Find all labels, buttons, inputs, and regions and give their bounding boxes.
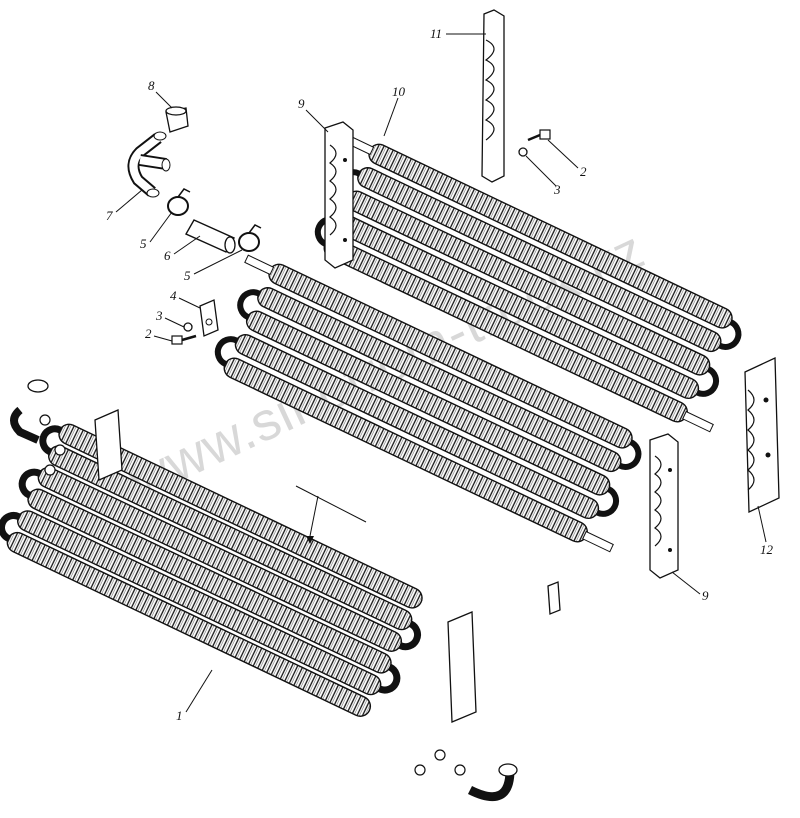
callout-9-top: 9 xyxy=(298,96,305,111)
callout-7: 7 xyxy=(106,208,113,223)
callout-5-upper: 5 xyxy=(140,236,147,251)
hose-clamp-icon-b xyxy=(238,224,262,252)
bolt-icon-right xyxy=(527,129,551,142)
direction-arrow xyxy=(295,485,367,544)
clip-icon-b xyxy=(547,581,561,615)
callout-labels: 1 2 3 4 5 5 6 7 8 9 9 10 11 12 2 3 xyxy=(106,26,774,723)
callout-12: 12 xyxy=(760,542,774,557)
hose-clamp-icon-a xyxy=(167,188,191,216)
elbow-pipe-icon xyxy=(127,131,171,198)
callout-3-right: 3 xyxy=(553,182,561,197)
callout-2-left: 2 xyxy=(145,326,152,341)
callout-1: 1 xyxy=(176,708,183,723)
callout-11: 11 xyxy=(430,26,442,41)
rubber-hose-icon xyxy=(185,219,236,254)
callout-9-bottom: 9 xyxy=(702,588,709,603)
bracket-9-bottom xyxy=(649,433,679,579)
callout-2-right: 2 xyxy=(580,164,587,179)
callout-8: 8 xyxy=(148,78,155,93)
bracket-12 xyxy=(744,356,780,514)
bracket-11 xyxy=(481,9,505,183)
callout-10: 10 xyxy=(392,84,406,99)
washer-icon-left xyxy=(183,322,193,332)
washer-icon-right xyxy=(518,147,528,157)
clip-icon xyxy=(199,299,219,337)
callout-5-lower: 5 xyxy=(184,268,191,283)
callout-3-left: 3 xyxy=(155,308,163,323)
middle-coil xyxy=(214,254,642,553)
assembled-radiator xyxy=(0,379,518,802)
plug-icon xyxy=(165,106,189,133)
callout-4: 4 xyxy=(170,288,177,303)
callout-6: 6 xyxy=(164,248,171,263)
bolt-icon-left xyxy=(171,334,197,345)
bracket-9-top xyxy=(324,121,354,269)
